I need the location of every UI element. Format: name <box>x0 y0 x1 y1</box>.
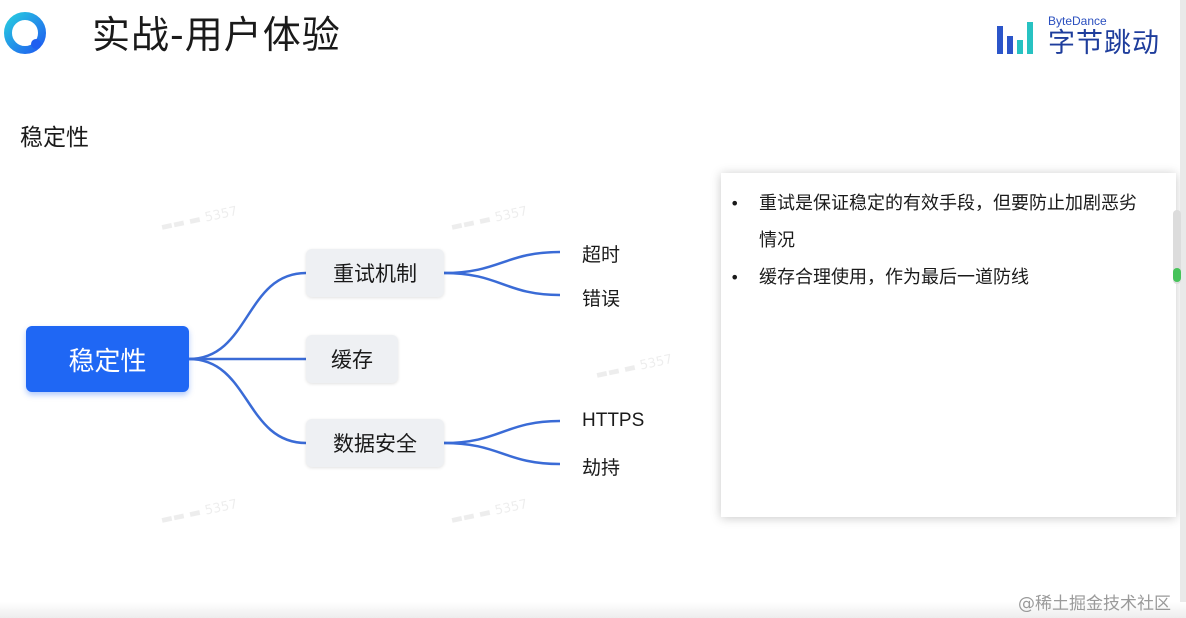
slide-title: 实战-用户体验 <box>92 13 341 57</box>
brand-name-cn: 字节跳动 <box>1048 28 1160 59</box>
mindmap-branch-security[interactable]: 数据安全 <box>306 419 444 467</box>
source-credit: @稀土掘金技术社区 <box>1018 594 1171 614</box>
connector-retry-error <box>443 271 561 297</box>
mindmap-branch-retry[interactable]: 重试机制 <box>306 249 444 297</box>
notes-panel[interactable]: • 重试是保证稳定的有效手段，但要防止加剧恶劣情况 • 缓存合理使用，作为最后一… <box>721 173 1176 517</box>
mindmap-branch-cache[interactable]: 缓存 <box>306 335 398 383</box>
mindmap-leaf-error[interactable]: 错误 <box>582 289 621 310</box>
connector-security-https <box>443 419 561 445</box>
notes-scrollbar[interactable] <box>1173 210 1181 284</box>
section-label: 稳定性 <box>20 125 89 151</box>
notes-item-text: 缓存合理使用，作为最后一道防线 <box>759 267 1029 288</box>
notes-item: • 重试是保证稳定的有效手段，但要防止加剧恶劣情况 <box>730 185 1152 259</box>
connector-security-hijack <box>443 441 561 466</box>
notes-item-text: 重试是保证稳定的有效手段，但要防止加剧恶劣情况 <box>759 193 1137 251</box>
mindmap-root-node[interactable]: 稳定性 <box>26 326 189 392</box>
bullet-icon: • <box>730 268 740 287</box>
mindmap-leaf-hijack[interactable]: 劫持 <box>582 458 621 479</box>
scroll-position-indicator[interactable] <box>1173 268 1181 282</box>
connector-retry-timeout <box>443 250 561 275</box>
mindmap-leaf-timeout[interactable]: 超时 <box>582 245 621 266</box>
brand-logo: ByteDance 字节跳动 <box>996 14 1166 60</box>
bottom-bar <box>0 602 1186 618</box>
bullet-icon: • <box>730 194 740 213</box>
app-logo-icon <box>4 12 46 54</box>
connector-root-retry <box>188 271 307 361</box>
notes-list: • 重试是保证稳定的有效手段，但要防止加剧恶劣情况 • 缓存合理使用，作为最后一… <box>721 173 1176 296</box>
notes-item: • 缓存合理使用，作为最后一道防线 <box>730 259 1152 296</box>
brand-name-en: ByteDance <box>1048 14 1107 28</box>
mindmap-connectors <box>188 250 561 466</box>
bytedance-bars-icon <box>997 22 1033 54</box>
mindmap-leaf-https[interactable]: HTTPS <box>582 410 645 431</box>
connector-root-security <box>188 357 307 445</box>
window-edge <box>1180 0 1186 618</box>
